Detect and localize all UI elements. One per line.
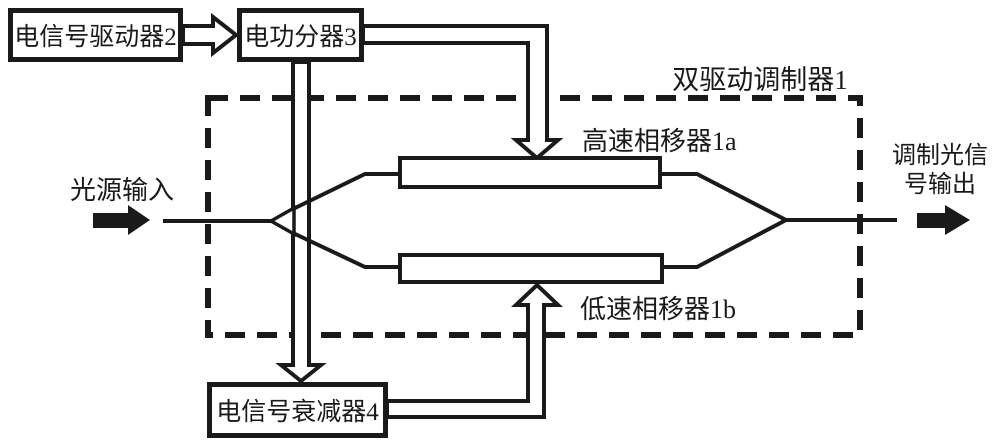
output-port-label: 调制光信 号输出: [882, 142, 998, 200]
high-speed-phase-shifter-label: 高速相移器1a: [582, 127, 737, 156]
waveguide-right-combiner-branches: [660, 172, 791, 269]
attenuator-block: 电信号衰减器4: [207, 382, 388, 438]
channel-attenuator-to-low-speed-arrow-icon: [385, 282, 563, 419]
output-port-label-line1: 调制光信: [892, 143, 988, 169]
input-port-label: 光源输入: [69, 176, 174, 205]
driver-block: 电信号驱动器2: [8, 8, 183, 62]
output-arrow-icon: [917, 205, 970, 235]
power-splitter-block-label: 电功分器3: [244, 24, 357, 51]
low-speed-phase-shifter-bar: [398, 253, 664, 284]
channel-splitter-to-high-speed-arrow-icon: [361, 24, 564, 161]
input-arrow-icon: [93, 205, 150, 235]
waveguide-lower-left-branch: [292, 231, 400, 269]
output-port-label-line2: 号输出: [904, 172, 976, 198]
waveguide-upper-left-branch: [292, 172, 400, 211]
attenuator-block-label: 电信号衰减器4: [216, 399, 379, 426]
high-speed-phase-shifter-bar: [398, 156, 662, 189]
channel-splitter-to-attenuator-arrow-icon: [275, 60, 327, 384]
power-splitter-block: 电功分器3: [237, 8, 364, 62]
modulator-title: 双驱动调制器1: [672, 65, 848, 95]
driver-to-splitter-arrow-icon: [181, 12, 240, 58]
driver-block-label: 电信号驱动器2: [14, 24, 177, 51]
y-splitter-junction: [267, 205, 296, 237]
low-speed-phase-shifter-label: 低速相移器1b: [580, 295, 737, 324]
